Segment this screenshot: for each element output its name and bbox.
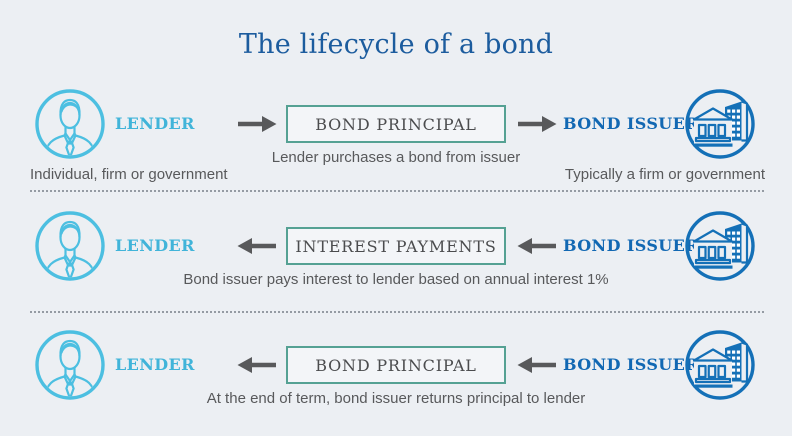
flow-box-label: BOND PRINCIPAL — [315, 355, 477, 375]
flow-box-bond-principal: BOND PRINCIPAL — [286, 346, 506, 384]
bottom-white-strip — [0, 436, 792, 440]
flow-row-repayment: LENDER BOND PRINCIPAL BOND ISSUER At the… — [0, 329, 792, 429]
arrow-left-icon — [516, 235, 558, 257]
flow-box-interest-payments: INTEREST PAYMENTS — [286, 227, 506, 265]
arrow-left-icon — [236, 235, 278, 257]
lender-label: LENDER — [115, 114, 195, 133]
bond-issuer-label: BOND ISSUER — [563, 114, 699, 133]
lender-sublabel: Individual, firm or government — [30, 166, 228, 183]
bond-issuer-label: BOND ISSUER — [563, 355, 699, 374]
bond-issuer-label: BOND ISSUER — [563, 236, 699, 255]
arrow-left-icon — [236, 354, 278, 376]
arrow-right-icon — [516, 113, 558, 135]
flow-box-label: INTEREST PAYMENTS — [295, 236, 497, 256]
lender-label: LENDER — [115, 236, 195, 255]
flow-box-bond-principal: BOND PRINCIPAL — [286, 105, 506, 143]
arrow-right-icon — [236, 113, 278, 135]
row-caption: Lender purchases a bond from issuer — [271, 149, 521, 166]
dotted-separator — [30, 190, 764, 192]
arrow-left-icon — [516, 354, 558, 376]
row-caption: Bond issuer pays interest to lender base… — [183, 271, 609, 288]
flow-row-interest: LENDER INTEREST PAYMENTS BOND ISSUER Bon… — [0, 210, 792, 310]
dotted-separator — [30, 311, 764, 313]
page-title: The lifecycle of a bond — [238, 29, 554, 60]
flow-box-label: BOND PRINCIPAL — [315, 114, 477, 134]
lender-label: LENDER — [115, 355, 195, 374]
row-caption: At the end of term, bond issuer returns … — [206, 390, 586, 407]
issuer-sublabel: Typically a firm or government — [564, 166, 765, 183]
flow-row-purchase: LENDER BOND PRINCIPAL BOND ISSUER Lender… — [0, 88, 792, 188]
